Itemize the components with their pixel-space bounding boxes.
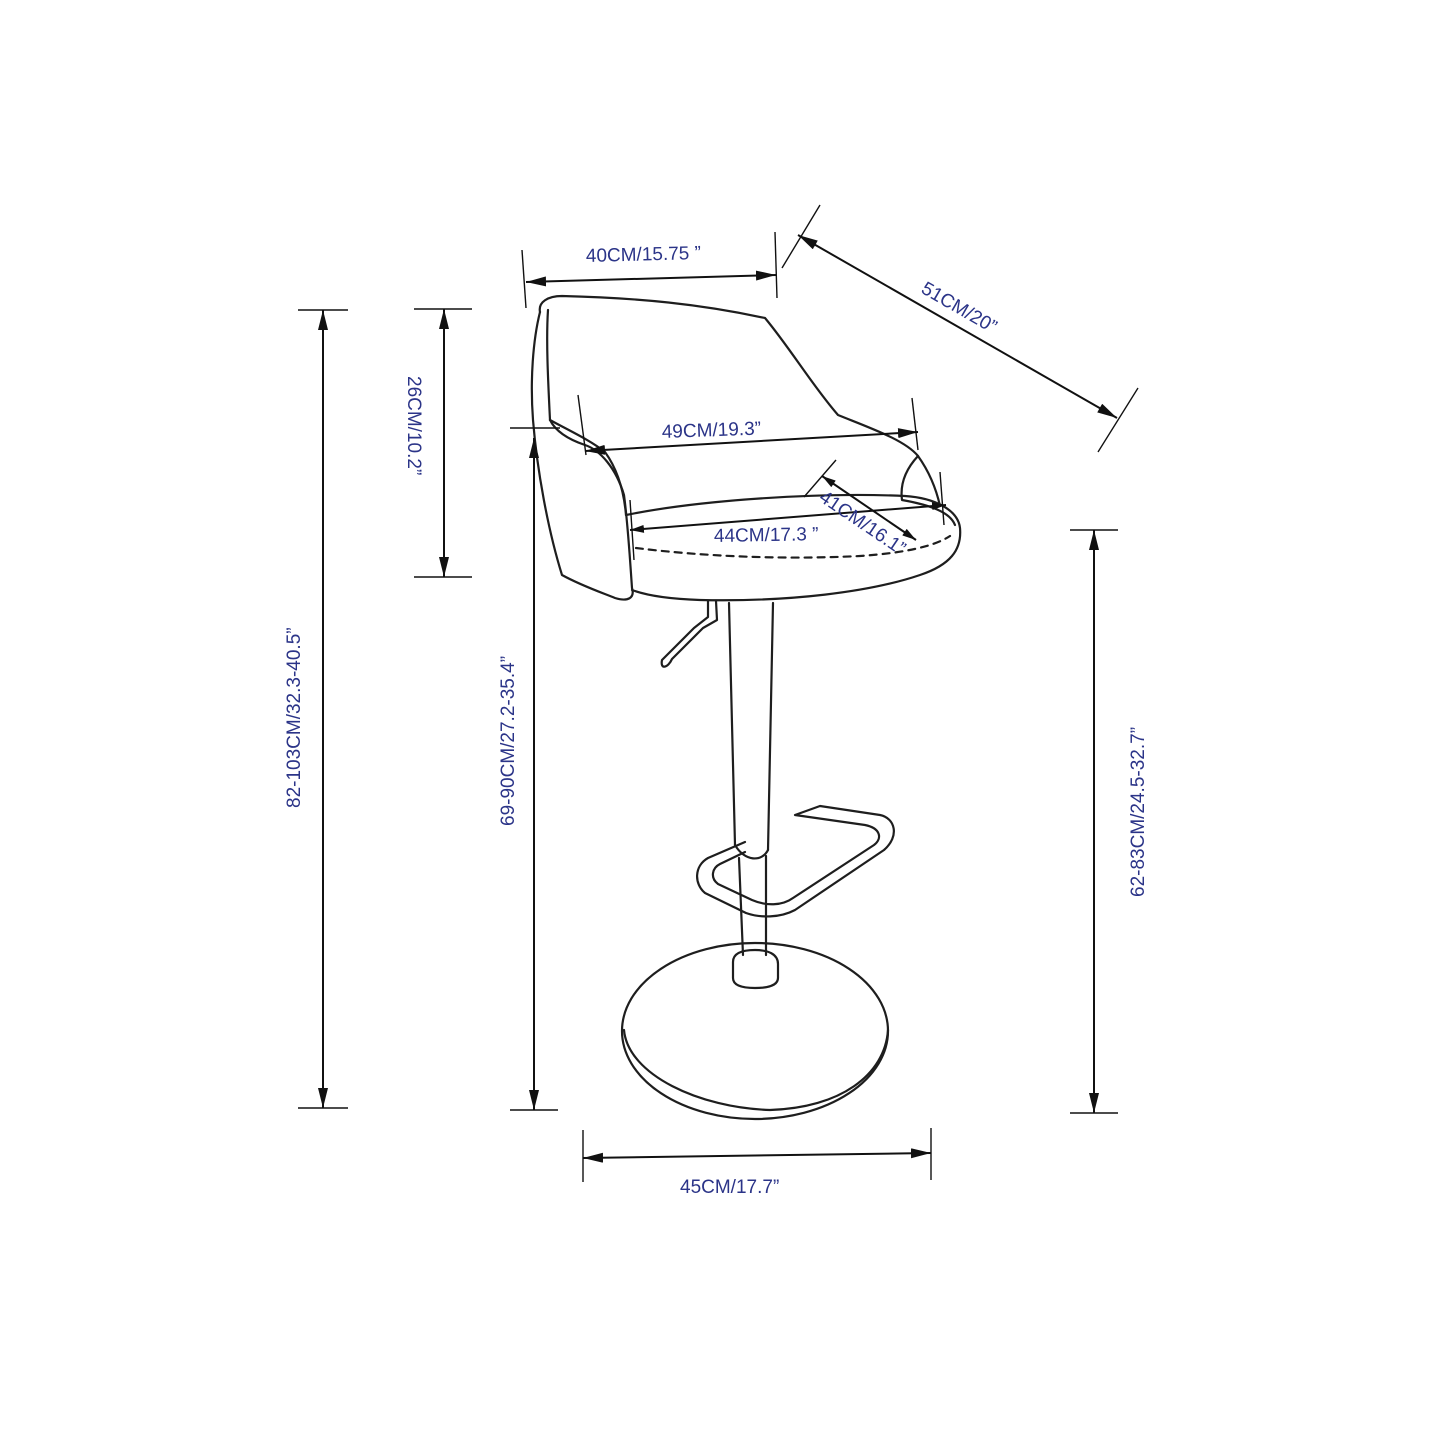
base-disc [620,941,890,1121]
gas-lever [660,599,719,668]
depth-arrow [797,234,1118,419]
column [727,601,775,852]
back-height-label: 26CM/10.2” [403,376,424,475]
seat-depth-label: 41CM/16.1” [815,487,909,560]
base-rim [622,1028,890,1112]
arm-width-arrow [584,428,919,455]
back-width-label: 40CM/15.75 ” [586,243,702,267]
arm-height-label: 62-83CM/24.5-32.7” [1128,727,1149,897]
backrest-outline [538,294,942,508]
footrest [696,804,895,918]
seat-width-label: 44CM/17.3 ” [714,524,819,547]
stool-drawing [530,294,962,1121]
dimension-labels: 40CM/15.75 ” 51CM/20” 49CM/19.3” 44CM/17… [284,243,1149,1198]
total-height-label: 82-103CM/32.3-40.5” [284,627,305,808]
base-width-label: 45CM/17.7” [680,1177,779,1198]
base-width-arrow [582,1148,932,1163]
back-width-arrow [525,270,777,287]
column-collar [733,843,770,860]
depth-label: 51CM/20” [918,278,1001,338]
arm-width-label: 49CM/19.3” [661,419,761,443]
dimension-lines [298,204,1139,1182]
backrest-piping [546,308,552,422]
base-hub [731,948,780,990]
seat-depth-arrow [821,475,917,541]
right-arm [900,454,957,527]
seat-height-label: 69-90CM/27.2-35.4” [498,656,519,826]
seat-seam-dashed [634,534,952,559]
column-lower [737,854,768,957]
seat-cushion [624,493,962,602]
